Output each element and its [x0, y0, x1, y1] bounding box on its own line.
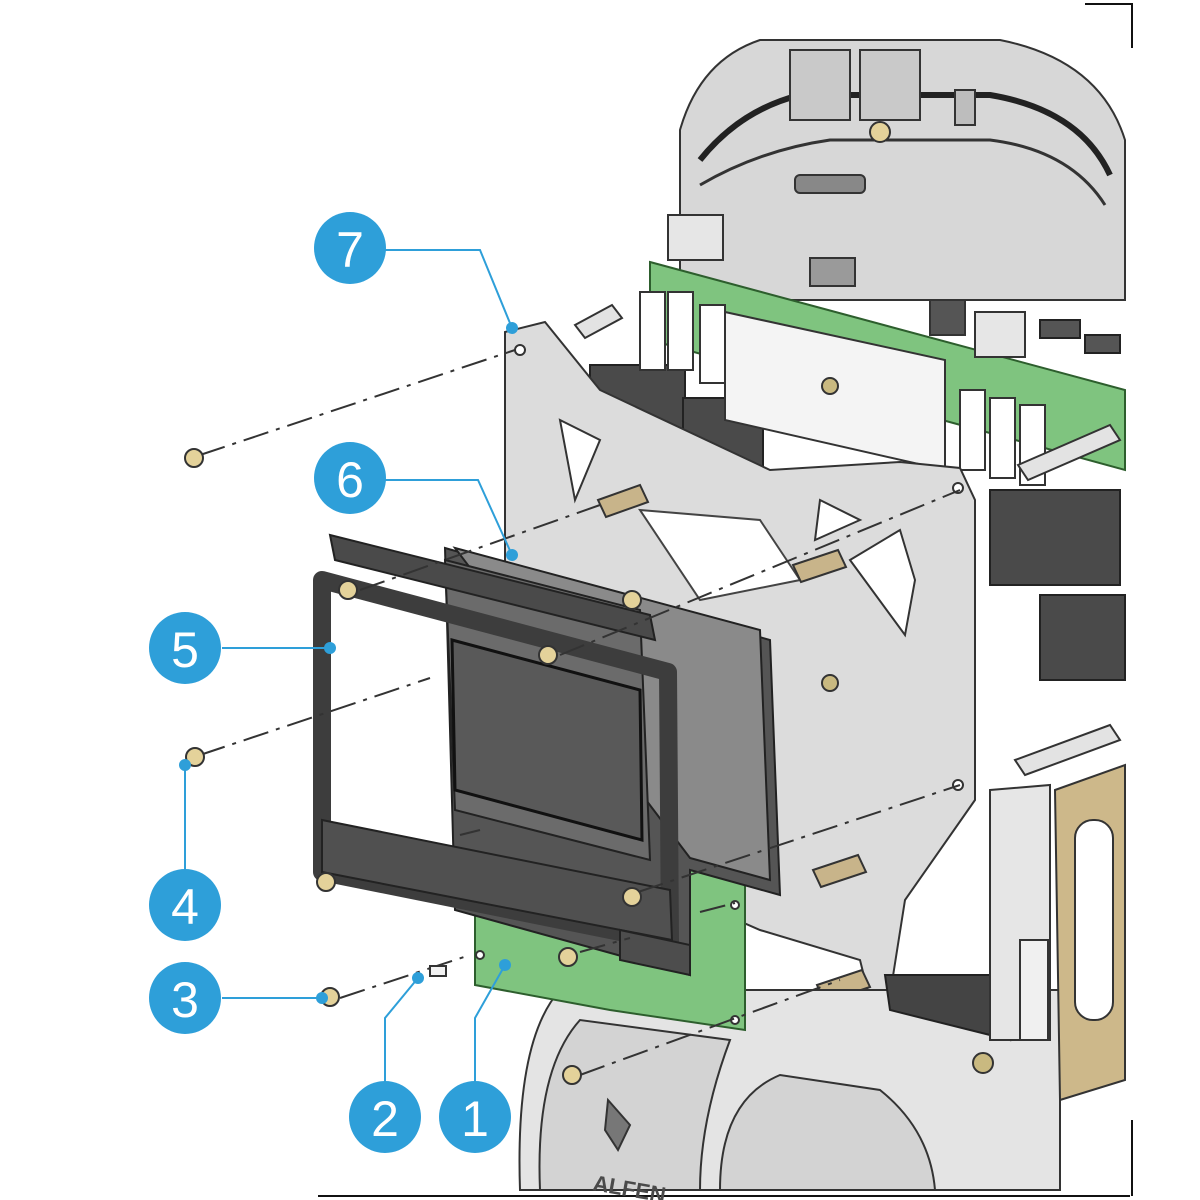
screw	[316, 872, 336, 892]
callout-5-label: 5	[171, 622, 199, 678]
screw	[538, 645, 558, 665]
callout-2-label: 2	[371, 1091, 399, 1147]
brass-spacers	[596, 483, 872, 1004]
callout-4-label: 4	[171, 879, 199, 935]
callout-5: 5	[149, 612, 221, 684]
callout-4: 4	[149, 869, 221, 941]
assembly-axes	[199, 349, 961, 1076]
standoffs-grey	[573, 303, 1122, 777]
frame-lines	[318, 3, 1133, 1197]
leader-dots	[179, 322, 518, 1004]
callout-3-label: 3	[171, 972, 199, 1028]
callout-1-label: 1	[461, 1091, 489, 1147]
callout-3: 3	[149, 962, 221, 1034]
contactor-block	[639, 291, 1046, 486]
screw	[185, 747, 205, 767]
callout-6-label: 6	[336, 452, 364, 508]
screw	[622, 887, 642, 907]
screw	[338, 580, 358, 600]
callout-1: 1	[439, 1081, 511, 1153]
bezel-frame	[313, 533, 691, 977]
screw	[622, 590, 642, 610]
callout-7-label: 7	[336, 222, 364, 278]
callout-2: 2	[349, 1081, 421, 1153]
leader-lines	[184, 249, 513, 1082]
screw	[558, 947, 578, 967]
housing-top	[679, 39, 1126, 301]
screw	[562, 1065, 582, 1085]
callout-7: 7	[314, 212, 386, 284]
screws	[184, 448, 642, 1085]
housing-bottom: ALFEN	[518, 974, 1061, 1200]
screw	[184, 448, 204, 468]
side-panel	[989, 763, 1126, 1102]
callout-6: 6	[314, 442, 386, 514]
pin	[429, 965, 447, 977]
